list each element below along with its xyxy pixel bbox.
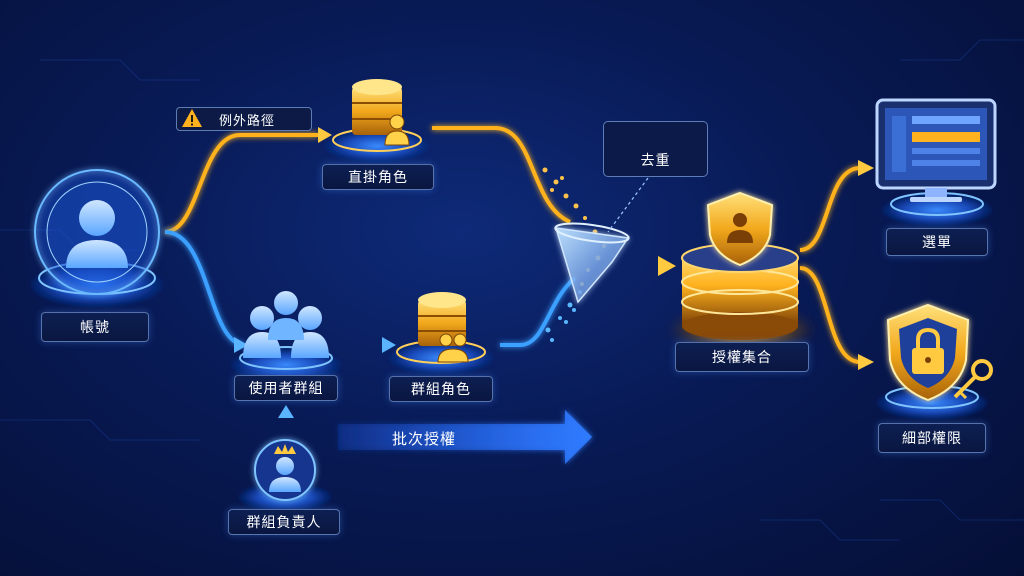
group-icon — [437, 333, 469, 363]
group-owner-node — [239, 439, 331, 511]
user-icon — [269, 457, 301, 492]
direct-role-node — [325, 79, 429, 162]
group-role-label: 群組角色 — [389, 376, 493, 402]
account-to-group-line — [164, 230, 246, 347]
user-icon — [384, 114, 410, 146]
menu-label: 選單 — [886, 228, 988, 256]
exception-path-text: 例外路徑 — [219, 113, 276, 129]
user-group-label: 使用者群組 — [234, 375, 338, 401]
dedup-annotation: 去重 — [603, 121, 708, 177]
dedup-connector — [607, 177, 649, 233]
exception-path-label: 例外路徑 — [176, 107, 312, 131]
fine-perm-node — [877, 303, 993, 419]
user-group-node — [231, 291, 341, 381]
monitor-icon — [875, 98, 997, 202]
lock-icon — [912, 327, 944, 374]
user-icon — [66, 200, 128, 268]
database-icon — [418, 292, 466, 346]
arrow-head — [278, 405, 294, 418]
batch-arrow — [338, 410, 592, 464]
dedup-text: 去重 — [640, 153, 671, 169]
arrow-head — [658, 256, 676, 276]
group-role-node — [389, 292, 493, 374]
warning-icon — [181, 108, 203, 130]
direct-role-label: 直掛角色 — [322, 164, 434, 190]
arrow-head — [858, 354, 874, 370]
funnel-icon — [554, 222, 630, 304]
exception-path-line — [164, 133, 318, 234]
key-icon — [953, 359, 993, 400]
menu-node — [875, 98, 997, 226]
shield-icon — [706, 191, 774, 267]
auth-set-label: 授權集合 — [675, 342, 809, 372]
group-owner-label: 群組負責人 — [228, 509, 340, 535]
auth-to-menu-line — [799, 166, 861, 252]
account-node — [31, 169, 163, 307]
database-icon — [352, 79, 402, 135]
direct-role-to-funnel — [432, 126, 571, 224]
account-label: 帳號 — [41, 312, 149, 342]
auth-set-node — [672, 191, 812, 350]
group-icon — [243, 291, 329, 358]
auth-to-perm-line — [799, 266, 861, 364]
group-role-to-funnel — [500, 276, 577, 347]
arrow-head — [318, 127, 332, 143]
arrow-head — [382, 337, 396, 353]
arrow-head — [858, 160, 874, 176]
crown-icon — [274, 444, 296, 454]
batch-auth-text: 批次授權 — [392, 430, 457, 448]
fine-perm-label: 細部權限 — [878, 423, 986, 453]
arrow-head — [234, 337, 248, 353]
